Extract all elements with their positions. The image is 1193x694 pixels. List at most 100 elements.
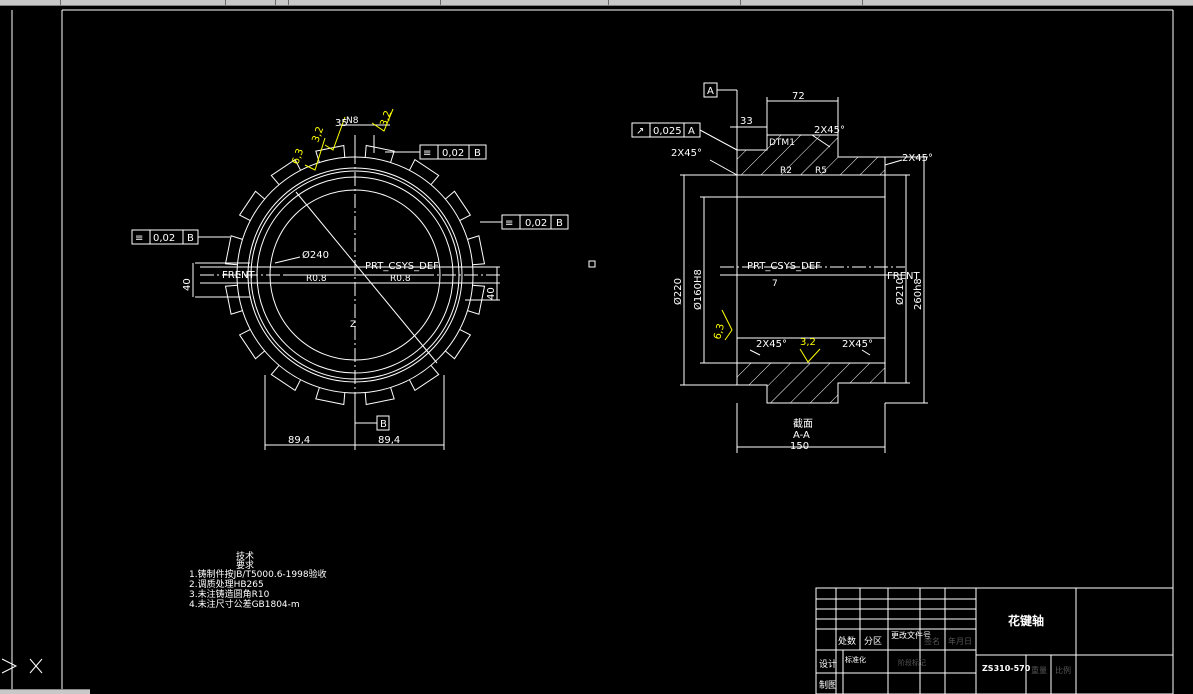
roughness-value: 3,2: [800, 337, 816, 348]
section-name: A-A: [793, 430, 810, 441]
tol-datum: B: [474, 148, 481, 159]
dim-89-right: 89,4: [378, 435, 400, 446]
notes-title: 技术: [236, 550, 254, 562]
label-stage: 阶段标记: [898, 658, 926, 667]
dim-n8: N8: [346, 116, 359, 126]
dim-150: 150: [790, 441, 809, 452]
notes-subtitle: 要求: [236, 559, 254, 571]
axis-z: Z: [350, 320, 356, 330]
spline-tooth: [364, 387, 395, 406]
note-line: 4.未注尺寸公差GB1804-m: [189, 598, 300, 610]
tol-datum: B: [187, 233, 194, 244]
dim-40-right: 40: [486, 287, 497, 300]
chamfer-label: 2X45°: [842, 339, 873, 350]
axis-label: 7: [772, 279, 778, 289]
status-bar: [0, 689, 90, 694]
dim-40-left: 40: [182, 278, 193, 291]
runout-value: 0,025: [653, 126, 682, 137]
toolbar-separator: [608, 0, 609, 5]
header-process: 处数: [838, 635, 856, 647]
cursor-pickbox: [588, 260, 596, 268]
spline-tooth: [224, 235, 243, 266]
toolbar-separator: [60, 0, 61, 5]
label-weight: 重量: [1031, 665, 1047, 675]
dim-210: Ø210: [894, 278, 906, 305]
toolbar-separator: [275, 0, 276, 5]
roughness-symbols-section: [721, 309, 821, 363]
csys-label: PRT_CSYS_DEF: [747, 261, 821, 272]
toolbar-strip: [0, 0, 1193, 6]
dim-220: Ø220: [672, 278, 684, 305]
spline-teeth: [224, 144, 486, 406]
front-label: FRENT: [222, 270, 255, 281]
spline-tooth: [270, 158, 302, 186]
spline-tooth: [467, 235, 486, 266]
part-name: 花键轴: [1008, 613, 1044, 628]
spline-end-view: [200, 150, 500, 405]
label-scale: 比例: [1055, 665, 1071, 675]
roughness-symbols-left: [304, 108, 394, 171]
tol-value: 0,02: [153, 233, 175, 244]
dim-260: 260h8: [913, 278, 924, 310]
left-view-dimensions: [131, 124, 569, 450]
toolbar-separator: [225, 0, 226, 5]
ucs-icon: [1, 658, 43, 674]
spline-tooth: [238, 190, 266, 222]
spline-tooth: [224, 284, 243, 315]
dim-160: Ø160H8: [692, 269, 704, 310]
spline-tooth: [270, 364, 302, 392]
chamfer-label: 2X45°: [814, 125, 845, 136]
datum-b: B: [380, 419, 387, 430]
drawing-frame: [11, 9, 1174, 694]
toolbar-separator: [288, 0, 289, 5]
roughness-value: 3,2: [310, 125, 326, 144]
spline-tooth: [444, 328, 472, 360]
toolbar-separator: [440, 0, 441, 5]
spline-tooth: [238, 328, 266, 360]
radius-label: R5: [815, 166, 827, 176]
roughness-value: 6,3: [290, 147, 306, 166]
header-date: 年月日: [948, 636, 972, 646]
chamfer-label: 2X45°: [756, 339, 787, 350]
tol-value: 0,02: [442, 148, 464, 159]
flatness-icon: ≡: [423, 148, 431, 159]
flatness-icon: ≡: [135, 233, 143, 244]
dim-72: 72: [792, 91, 805, 102]
dim-33: 33: [740, 116, 753, 127]
section-title: 截面: [793, 417, 813, 430]
runout-datum: A: [688, 126, 695, 137]
spline-tooth: [364, 144, 395, 163]
header-zone: 分区: [864, 636, 882, 647]
title-block: [815, 587, 1174, 694]
flatness-icon: ≡: [505, 218, 513, 229]
radius-label: R0.8: [390, 274, 411, 284]
label-standard: 标准化: [845, 655, 866, 664]
label-design: 设计: [819, 658, 837, 670]
csys-label: PRT_CSYS_DEF: [365, 261, 439, 272]
cad-drawing-canvas[interactable]: 35 N8 6,3 3,2 3,2 ≡ 0,02 B ≡ 0,02 B ≡ 0,…: [0, 5, 1193, 694]
toolbar-separator: [740, 0, 741, 5]
header-change-doc: 更改文件号: [891, 630, 931, 640]
chamfer-label: 2X45°: [671, 148, 702, 159]
drawing-number: ZS310-570: [982, 664, 1031, 673]
datum-a: A: [707, 86, 714, 97]
note-line: 3.未注铸造圆角R10: [189, 588, 270, 600]
spline-tooth: [444, 190, 472, 222]
spline-tooth: [408, 158, 440, 186]
spline-tooth: [408, 364, 440, 392]
runout-icon: ↗: [636, 126, 644, 137]
note-line: 1.铸制件按JB/T5000.6-1998验收: [189, 568, 327, 580]
header-sign: 签名: [924, 636, 940, 646]
dim-35: 35: [335, 118, 348, 129]
label-draw: 制图: [819, 679, 837, 691]
note-line: 2.调质处理HB265: [189, 578, 264, 590]
front-label: FRENT: [887, 271, 920, 282]
roughness-value: 3,2: [378, 109, 394, 128]
tol-value: 0,02: [525, 218, 547, 229]
radius-label: R0.8: [306, 274, 327, 284]
spline-tooth: [315, 387, 346, 406]
toolbar-separator: [862, 0, 863, 5]
tol-datum: B: [556, 218, 563, 229]
dtm-label: DTM1: [769, 138, 795, 148]
technical-notes: 技术 要求 1.铸制件按JB/T5000.6-1998验收 2.调质处理HB26…: [189, 550, 327, 610]
